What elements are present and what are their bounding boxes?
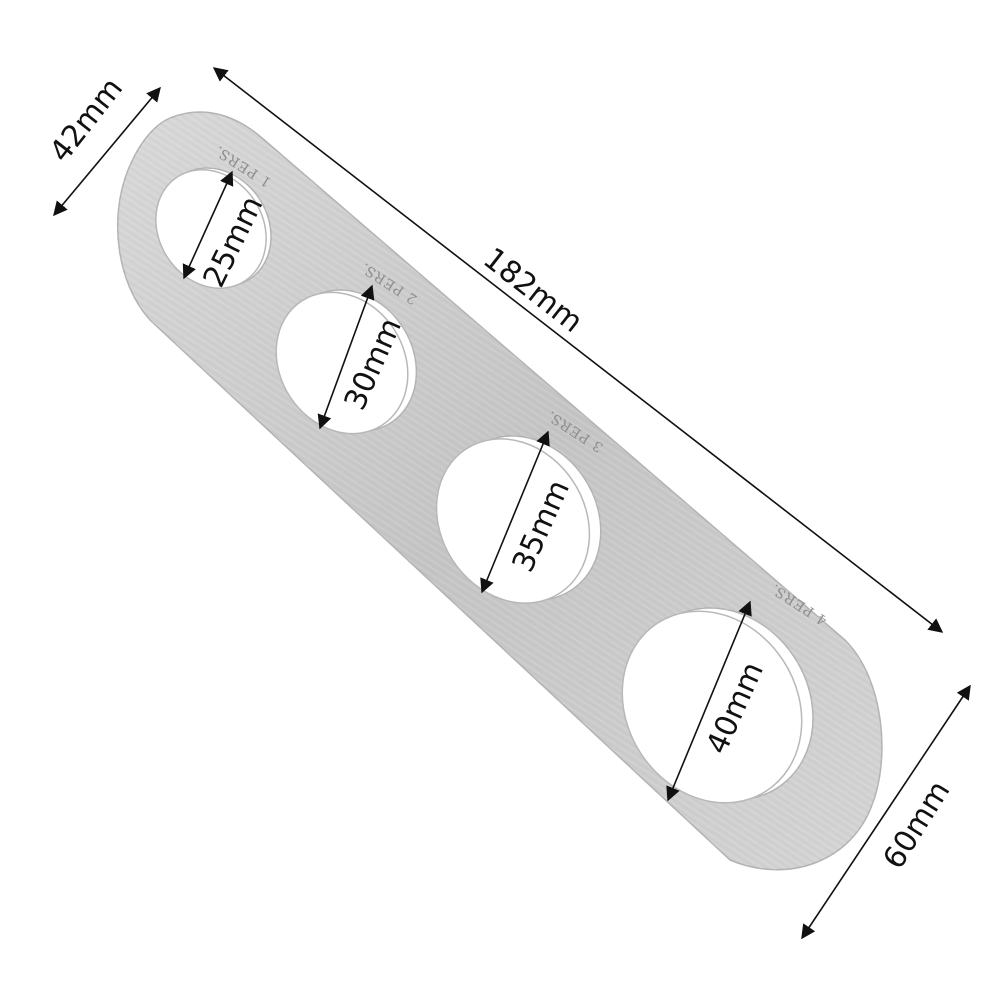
hole-3-arrow — [480, 430, 550, 594]
wide-width-label: 60mm — [877, 775, 958, 875]
narrow-width-arrow — [53, 86, 161, 217]
hole-4-arrow — [666, 600, 752, 802]
hole-1-arrow — [182, 170, 234, 280]
length-label: 182mm — [476, 241, 589, 340]
narrow-width-label: 42mm — [43, 71, 130, 169]
wide-width-arrow — [801, 684, 971, 940]
hole-2-arrow — [317, 284, 375, 430]
length-arrow — [212, 67, 944, 633]
